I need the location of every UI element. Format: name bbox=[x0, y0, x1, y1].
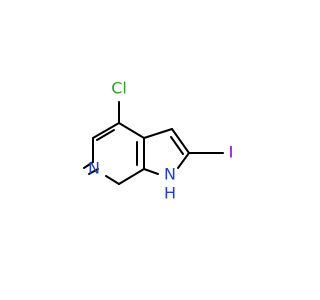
structure-canvas: Cl I N N H bbox=[83, 78, 234, 203]
bond-c4-c5-double bbox=[96, 129, 115, 141]
atom-label-nh-h: H bbox=[164, 184, 176, 203]
atom-label-nh-n: N bbox=[164, 165, 176, 184]
bond-c4-c5 bbox=[92, 122, 120, 139]
bond-c2-n1 bbox=[177, 152, 190, 169]
bond-c3-c2 bbox=[171, 128, 190, 154]
molecule-diagram: Cl I N N H bbox=[83, 79, 234, 203]
bond-c3a-c3 bbox=[143, 128, 173, 139]
bond-n1-c7a bbox=[143, 168, 159, 175]
bond-c7-c7a bbox=[118, 168, 145, 185]
atom-label-ring-n: N bbox=[88, 159, 100, 178]
bond-n-c7 bbox=[105, 175, 120, 185]
atom-label-cl: Cl bbox=[111, 79, 127, 98]
bond-c3-c2-double bbox=[170, 136, 184, 155]
atom-label-i: I bbox=[229, 143, 234, 162]
bond-c3a-c4 bbox=[118, 122, 145, 139]
bond-c6-n-double bbox=[88, 168, 99, 175]
bond-c6-n bbox=[83, 161, 94, 169]
